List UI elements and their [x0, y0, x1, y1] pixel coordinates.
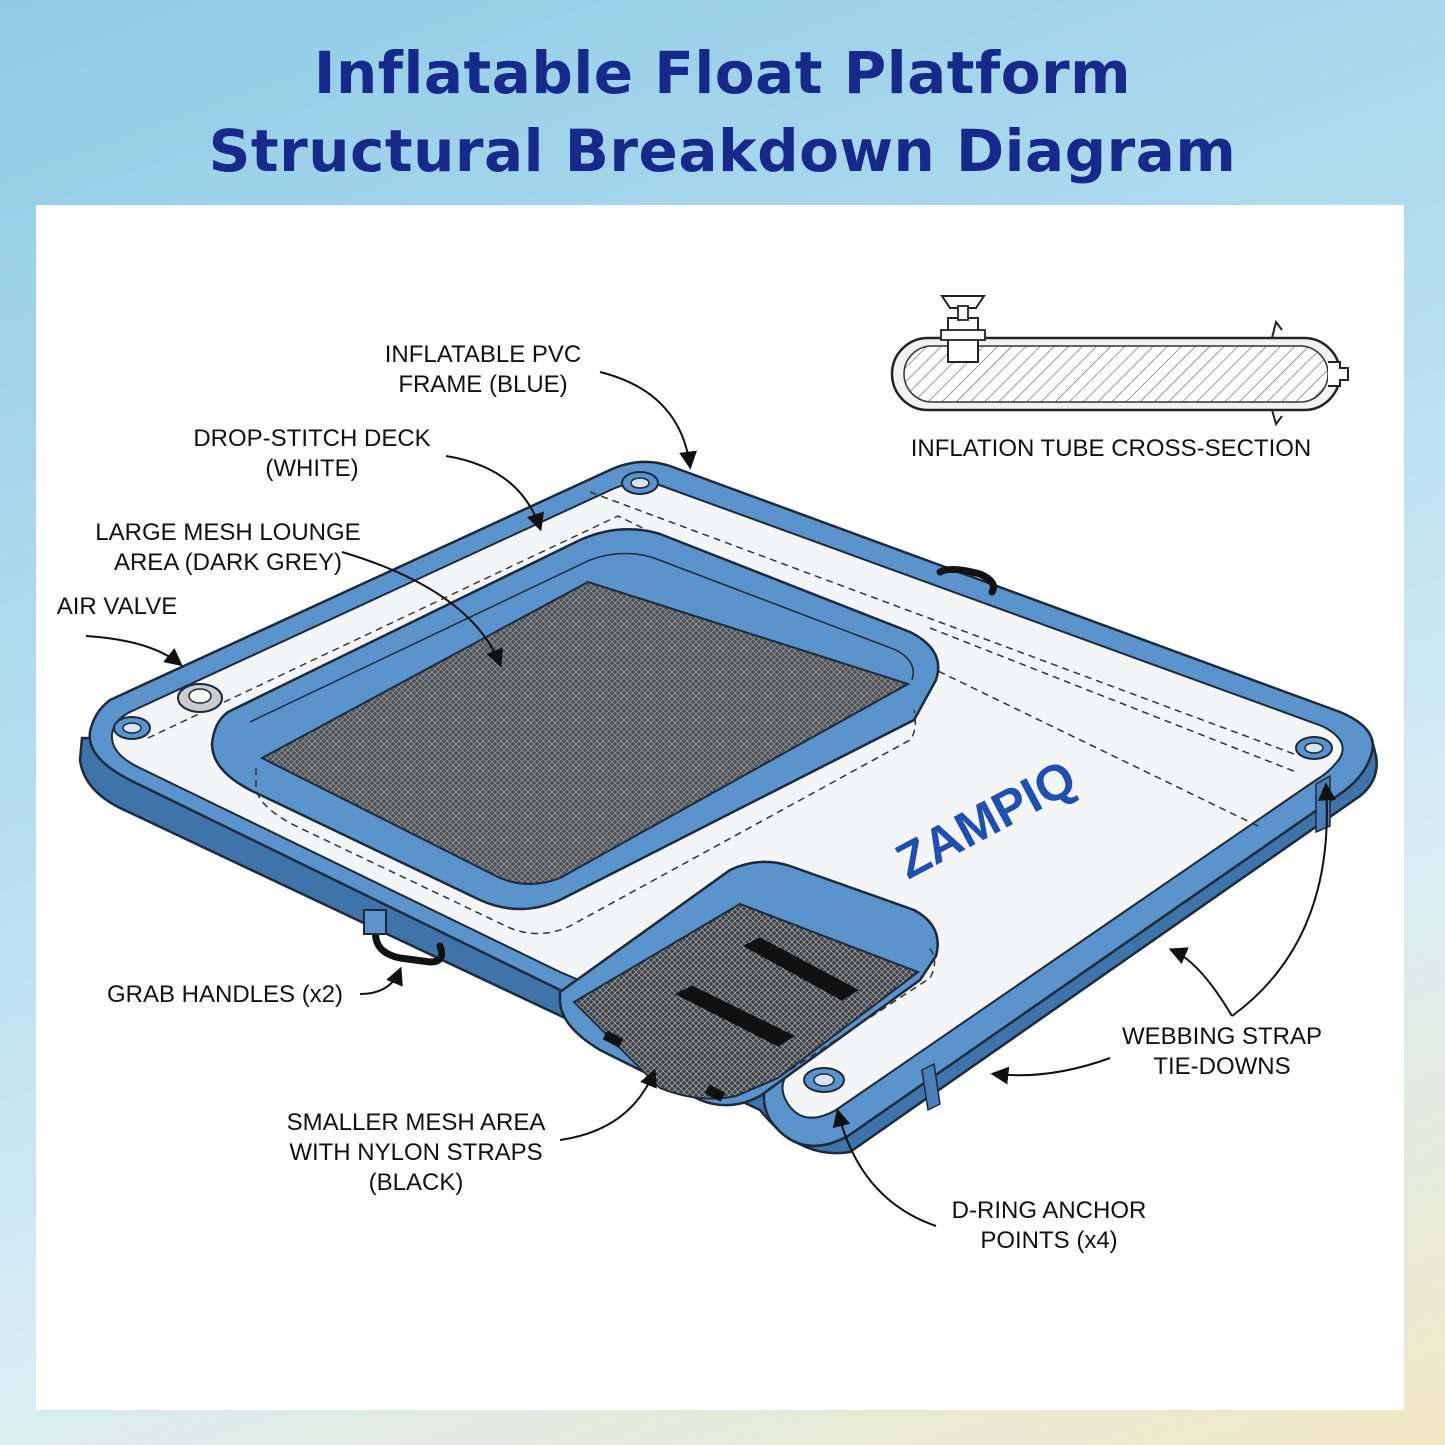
large-mesh-lounge [259, 580, 911, 885]
cross-section-end-fitting [1328, 361, 1349, 387]
d-ring-right [1295, 736, 1333, 760]
arrow-d-ring [832, 1108, 937, 1227]
large-mesh-dashed-outline [255, 709, 917, 935]
nylon-strap-2 [674, 985, 796, 1047]
title-line-1: Inflatable Float Platform [313, 39, 1132, 107]
cross-section-tab-top [1271, 319, 1283, 339]
label-deck: DROP-STITCH DECK(WHITE) [193, 425, 431, 482]
arrow-deck [445, 455, 544, 532]
webbing-strap-front [921, 1062, 941, 1112]
small-mesh-area [572, 902, 921, 1100]
large-mesh-frame-inner-rim [249, 552, 914, 723]
webbing-strap-right [1315, 774, 1331, 834]
deck-stitch-line-2 [589, 491, 1295, 755]
cross-section-inset [890, 295, 1349, 427]
nylon-strap-tab-2 [704, 1084, 726, 1102]
d-ring-back [621, 471, 659, 495]
platform: ZAMPIQ [78, 460, 1378, 1155]
label-cross-section: INFLATION TUBE CROSS-SECTION [910, 435, 1312, 462]
arrow-webbing-right [1231, 782, 1336, 1017]
cross-section-valve-nut [940, 329, 986, 341]
nylon-strap-1 [742, 937, 860, 1001]
arrow-air-valve [85, 635, 183, 667]
leader-arrows [85, 371, 1336, 1227]
d-ring-left [113, 716, 151, 740]
arrow-grab-handles [359, 966, 403, 995]
arrow-small-mesh [559, 1068, 657, 1141]
d-ring-front [803, 1067, 845, 1093]
cross-section-valve-stem [957, 305, 969, 321]
label-air-valve: AIR VALVE [56, 593, 178, 620]
grab-handle-back [936, 565, 997, 596]
small-mesh-dashed-outline [789, 945, 936, 1071]
deck-stitch-line-3 [929, 627, 1297, 773]
arrow-webbing-mid [1168, 947, 1233, 1017]
deck-stitch-line-1 [147, 515, 1263, 829]
nylon-strap-tab-1 [602, 1030, 624, 1048]
cross-section-tab-bottom [1271, 409, 1283, 427]
cross-section-valve-wing [940, 295, 986, 309]
label-grab-handles: GRAB HANDLES (x2) [106, 981, 344, 1008]
arrow-webbing-front [990, 1057, 1111, 1085]
arrow-large-mesh [341, 551, 503, 668]
arrow-pvc-frame [599, 371, 697, 470]
grab-handle-front-mount [363, 909, 387, 935]
grab-handle-front [372, 924, 446, 966]
title-line-2: Structural Breakdown Diagram [208, 117, 1237, 185]
air-valve [177, 683, 223, 713]
